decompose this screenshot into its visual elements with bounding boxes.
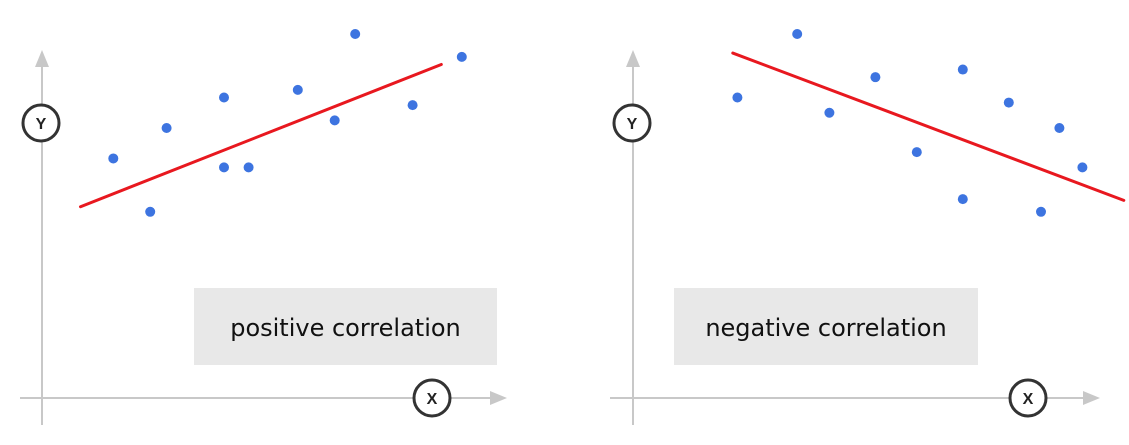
data-point-8 (1003, 97, 1014, 108)
y-axis-arrow (35, 50, 49, 67)
data-point-10 (1054, 122, 1065, 133)
data-point-9 (1036, 206, 1046, 217)
data-point-6 (243, 162, 254, 173)
chart-label-negative: negative correlation (705, 314, 946, 342)
data-point-1 (108, 153, 119, 164)
chart-positive: positive correlation Y X (20, 29, 507, 425)
data-point-11 (1077, 162, 1088, 173)
chart-label-positive: positive correlation (230, 314, 461, 342)
data-point-5 (219, 162, 229, 173)
data-point-8 (329, 115, 340, 126)
y-axis-label: Y (36, 116, 47, 133)
trend-line (731, 51, 1126, 202)
data-point-1 (732, 92, 743, 103)
data-point-4 (219, 92, 229, 103)
data-point-5 (911, 147, 922, 158)
data-point-6 (957, 64, 968, 75)
y-axis-arrow (626, 50, 640, 67)
label-box-positive (194, 288, 497, 365)
data-point-7 (292, 84, 303, 95)
data-point-9 (350, 29, 361, 39)
x-axis-badge: X (1008, 378, 1048, 418)
trend-line (79, 62, 443, 209)
data-point-2 (792, 29, 803, 39)
plot-area-positive (79, 29, 467, 217)
chart-negative: negative correlation Y X (610, 29, 1126, 425)
data-point-3 (161, 122, 172, 133)
plot-area-negative (731, 29, 1126, 217)
x-axis-label: X (427, 391, 438, 408)
data-point-11 (456, 51, 467, 62)
y-axis-badge: Y (612, 103, 652, 143)
x-axis-label: X (1023, 391, 1034, 408)
y-axis-badge: Y (21, 103, 61, 143)
data-point-2 (145, 206, 156, 217)
data-point-4 (870, 72, 881, 83)
y-axis-label: Y (627, 116, 638, 133)
data-point-10 (407, 100, 418, 111)
x-axis-badge: X (412, 378, 452, 418)
label-box-negative (674, 288, 978, 365)
data-point-7 (957, 194, 968, 205)
x-axis-arrow (490, 391, 507, 405)
x-axis-arrow (1083, 391, 1100, 405)
data-point-3 (824, 107, 835, 118)
